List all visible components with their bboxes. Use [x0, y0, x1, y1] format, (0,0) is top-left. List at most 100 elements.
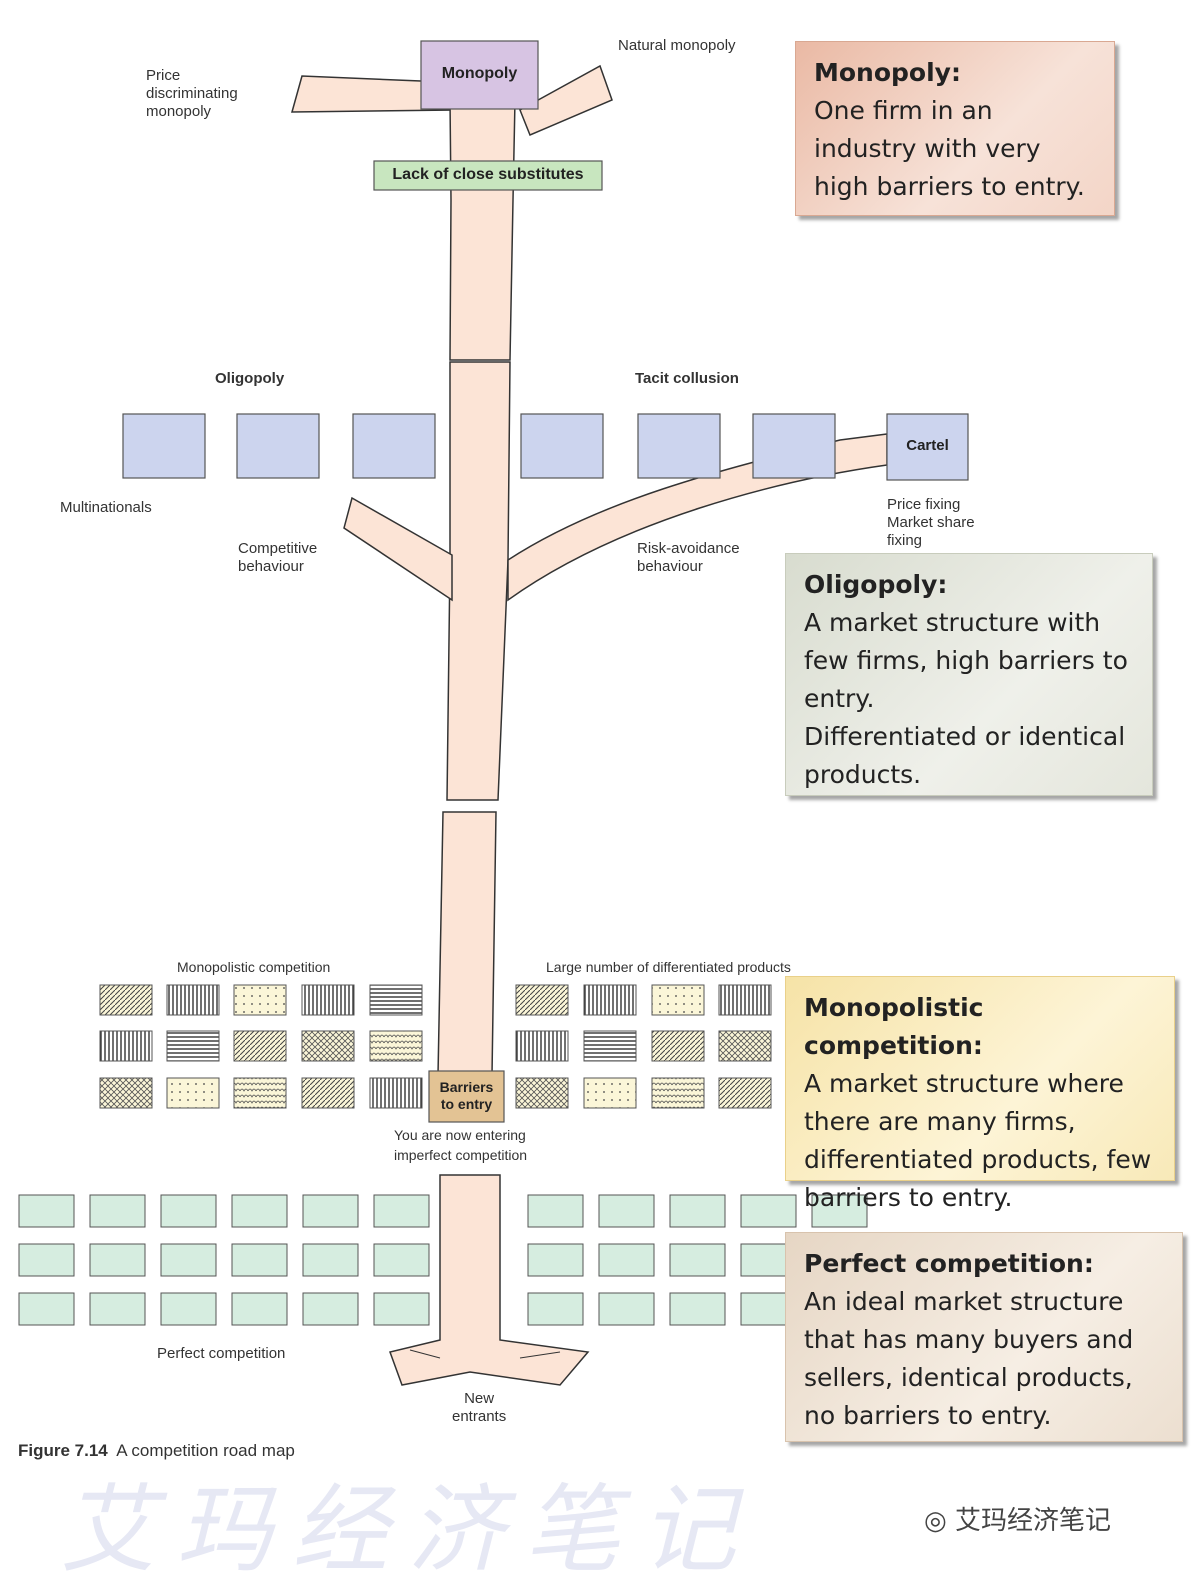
monopoly-label: Monopoly [441, 65, 518, 82]
firm-box [301, 1077, 355, 1109]
risk-avoidance-label: Risk-avoidance behaviour [637, 540, 740, 575]
firm-box [302, 1243, 359, 1277]
firm-box [99, 984, 153, 1016]
firm-box [160, 1194, 217, 1228]
arrow-left-icon [409, 1349, 441, 1359]
lack-substitutes-box [373, 160, 603, 191]
firm-box [752, 413, 836, 479]
watermark-large: 艾玛经济笔记 [60, 1474, 756, 1586]
monopoly-card: Monopoly: One firm in an industry with v… [795, 41, 1115, 216]
firm-box [527, 1243, 584, 1277]
oligopoly-card: Oligopoly: A market structure with few f… [785, 553, 1153, 796]
firm-box [718, 1030, 772, 1062]
firm-box [369, 1077, 423, 1109]
firm-box [369, 984, 423, 1016]
oligopoly-card-body: A market structure with few firms, high … [804, 608, 1128, 789]
multinationals-label: Multinationals [60, 499, 152, 516]
barriers-box [428, 1070, 505, 1123]
price-discriminating-label: Price discriminating monopoly [146, 67, 238, 120]
watermark-small-text: 艾玛经济笔记 [954, 1506, 1111, 1536]
perfect-card: Perfect competition: An ideal market str… [785, 1232, 1183, 1442]
firm-box [373, 1243, 430, 1277]
price-fixing-label: Price fixing Market share fixing [887, 496, 975, 549]
firm-box [598, 1292, 655, 1326]
cartel-label: Cartel [906, 437, 949, 454]
firm-box [18, 1243, 75, 1277]
firm-box [637, 413, 721, 479]
firm-box [718, 1077, 772, 1109]
perfect-firms [18, 1194, 868, 1326]
firm-box [651, 984, 705, 1016]
firm-box [233, 1077, 287, 1109]
firm-box [233, 1030, 287, 1062]
firm-box [811, 1194, 868, 1228]
competitive-behaviour-label: Competitive behaviour [238, 540, 318, 575]
firm-box [89, 1292, 146, 1326]
firm-box [718, 984, 772, 1016]
perfect-competition-label: Perfect competition [157, 1345, 286, 1362]
firm-box [373, 1292, 430, 1326]
firm-box [231, 1243, 288, 1277]
firm-box [740, 1194, 797, 1228]
firm-box [89, 1243, 146, 1277]
perfect-card-title: Perfect competition: [804, 1249, 1094, 1278]
firm-box [515, 984, 569, 1016]
firm-box [89, 1194, 146, 1228]
firm-box [583, 1077, 637, 1109]
caption-text: A competition road map [116, 1441, 295, 1460]
monopolistic-card: Monopolistic competition: A market struc… [785, 976, 1175, 1212]
firm-box [527, 1292, 584, 1326]
firm-box [18, 1292, 75, 1326]
arrow-right-icon [519, 1351, 561, 1359]
natural-monopoly-label: Natural monopoly [618, 37, 736, 54]
firm-box [166, 1077, 220, 1109]
firm-box [233, 984, 287, 1016]
firm-box [583, 1030, 637, 1062]
firm-box [583, 984, 637, 1016]
firm-box [669, 1292, 726, 1326]
firm-box [369, 1030, 423, 1062]
firm-box [352, 413, 436, 479]
lack-substitutes-label: Lack of close substitutes [392, 166, 584, 183]
barriers-label: Barriers to entry [439, 1079, 494, 1112]
tacit-collusion-label: Tacit collusion [635, 370, 739, 387]
firm-box [302, 1292, 359, 1326]
firm-box [236, 413, 320, 479]
firm-box [122, 413, 206, 479]
firm-box [527, 1194, 584, 1228]
firm-box [598, 1243, 655, 1277]
firm-box [301, 984, 355, 1016]
firm-box [373, 1194, 430, 1228]
figure-caption: Figure 7.14 A competition road map [18, 1441, 295, 1461]
firm-box [231, 1194, 288, 1228]
firm-box [166, 1030, 220, 1062]
firm-box [302, 1194, 359, 1228]
entering-label: You are now entering imperfect competiti… [394, 1127, 528, 1163]
firm-box [301, 1030, 355, 1062]
cartel-box [886, 413, 969, 481]
firm-box [669, 1194, 726, 1228]
firm-box [166, 984, 220, 1016]
firm-box [598, 1194, 655, 1228]
watermark-small: ◎ 艾玛经济笔记 [924, 1500, 1111, 1537]
firm-box [651, 1077, 705, 1109]
monopolistic-firms [99, 984, 772, 1109]
firm-box [651, 1030, 705, 1062]
oligopoly-firms [122, 413, 836, 479]
firm-box [99, 1030, 153, 1062]
monopolistic-card-body: A market structure where there are many … [804, 1069, 1152, 1212]
oligopoly-card-title: Oligopoly: [804, 570, 948, 599]
monopoly-card-title: Monopoly: [814, 58, 961, 87]
firm-box [160, 1292, 217, 1326]
wechat-icon: ◎ [924, 1506, 955, 1536]
firm-box [18, 1194, 75, 1228]
perfect-card-body: An ideal market structure that has many … [804, 1287, 1134, 1430]
large-number-label: Large number of differentiated products [546, 959, 791, 975]
monopolistic-card-title: Monopolistic competition: [804, 993, 984, 1060]
monopoly-card-body: One firm in an industry with very high b… [814, 96, 1085, 201]
monopolistic-competition-label: Monopolistic competition [177, 959, 331, 975]
firm-box [99, 1077, 153, 1109]
firm-box [160, 1243, 217, 1277]
firm-box [520, 413, 604, 479]
